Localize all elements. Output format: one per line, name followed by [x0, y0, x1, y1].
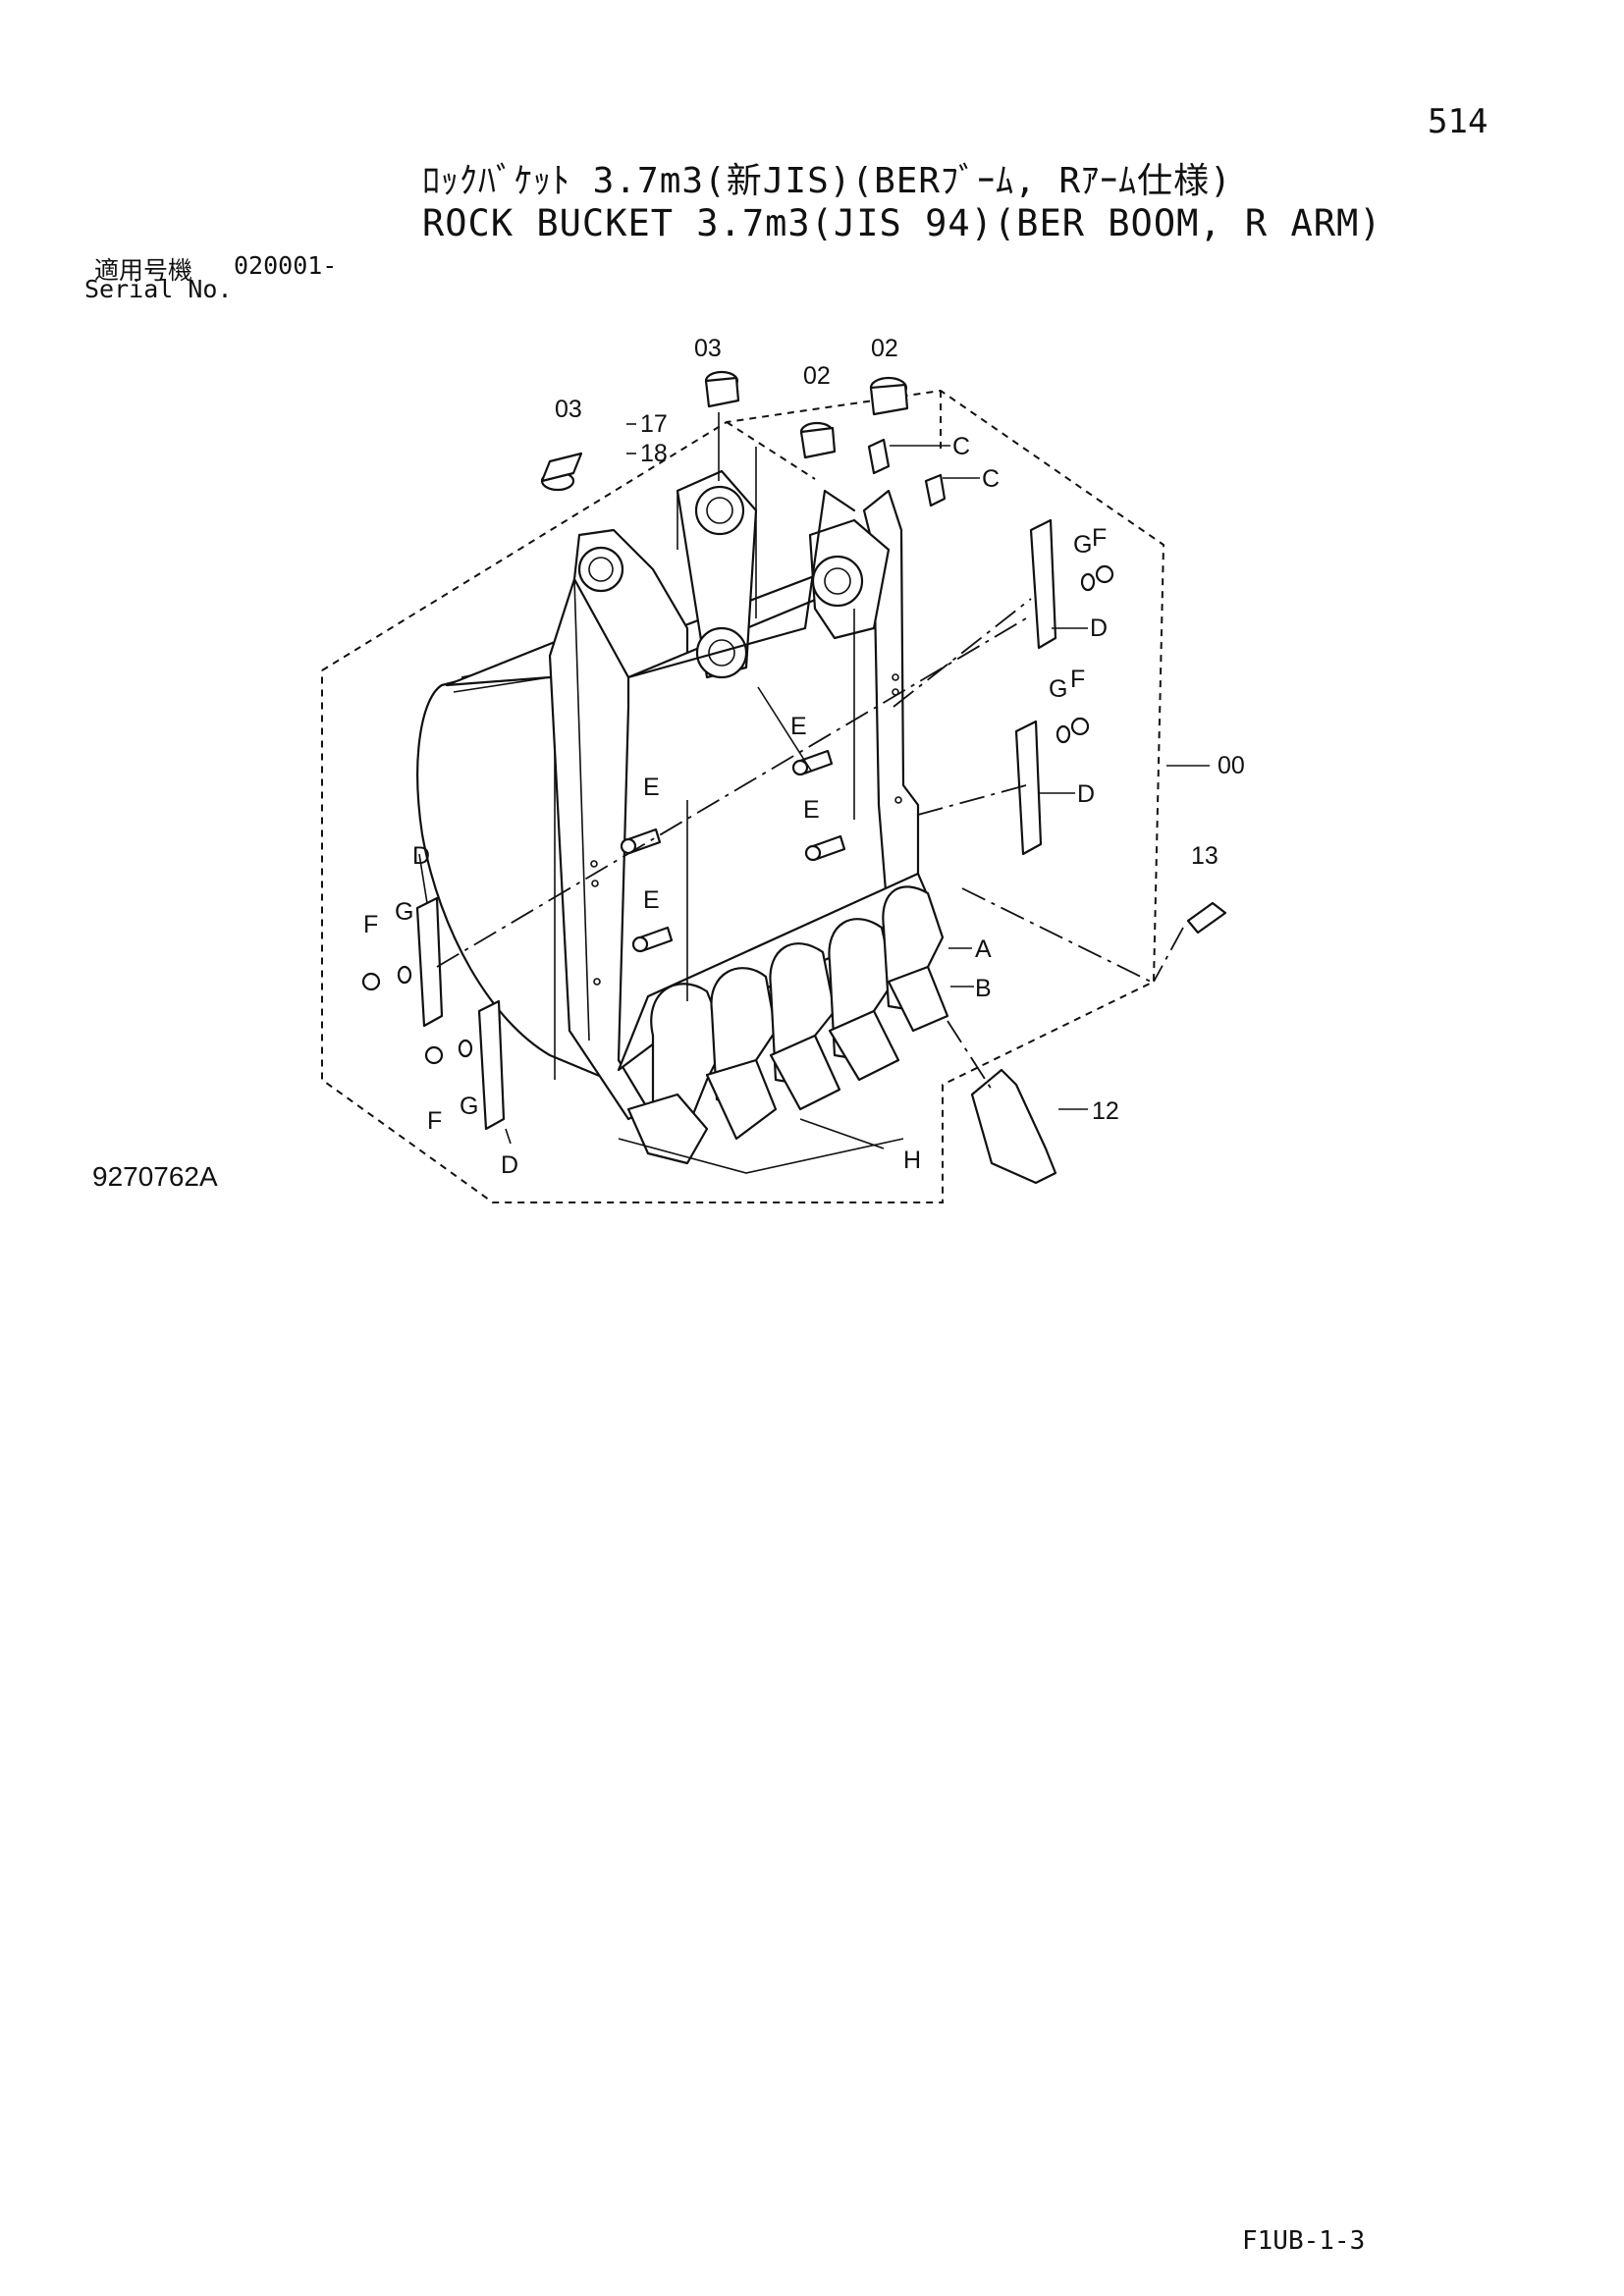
callout-12: 12: [1092, 1097, 1119, 1125]
callout-f-upper: F: [1092, 524, 1107, 552]
callout-g-upper: G: [1073, 531, 1092, 559]
callout-g-lower: G: [460, 1093, 478, 1120]
callout-02-right: 02: [871, 335, 898, 362]
part-13: [1186, 901, 1227, 934]
callout-d-left: D: [412, 842, 430, 870]
callout-02-center: 02: [803, 362, 831, 390]
callout-g-right: G: [1049, 675, 1067, 703]
callout-e-center-lower: E: [803, 796, 820, 824]
mounting-lugs: [572, 469, 891, 679]
callout-b: B: [975, 975, 992, 1002]
callout-f-right: F: [1070, 666, 1085, 693]
nuts-washers: [361, 564, 1114, 1065]
callout-d-lower: D: [501, 1151, 518, 1179]
callout-f-lower: F: [427, 1107, 442, 1135]
callout-e-left-upper: E: [643, 774, 660, 801]
callout-f-left: F: [363, 911, 378, 938]
callout-17: 17: [640, 410, 668, 438]
callout-d-right: D: [1077, 780, 1095, 808]
side-cutter-d-right: [1014, 720, 1043, 856]
callout-00: 00: [1218, 752, 1245, 779]
bolts: [620, 749, 846, 953]
clip-c-lower: [924, 473, 947, 507]
loose-tooth-12: [970, 1068, 1057, 1185]
serial-number-value: 020001-: [234, 251, 338, 280]
clip-c-upper: [867, 438, 891, 475]
drawing-number: 9270762A: [92, 1161, 218, 1192]
side-cutter-d-lower: [477, 999, 506, 1131]
side-cutter-d-left: [415, 896, 444, 1028]
callout-e-left-lower: E: [643, 886, 660, 914]
serial-label-japanese: 適用号機: [94, 256, 193, 285]
callout-03-left: 03: [555, 396, 582, 423]
callout-d-upper: D: [1090, 614, 1108, 642]
callout-g-left: G: [395, 898, 413, 926]
callout-18: 18: [640, 440, 668, 467]
title-japanese: ﾛｯｸﾊﾞｹｯﾄ 3.7m3(新JIS)(BERﾌﾞｰﾑ, Rｱｰﾑ仕様): [422, 161, 1232, 201]
callout-03-top: 03: [694, 335, 722, 362]
bucket-teeth: [626, 885, 949, 1165]
title-english: ROCK BUCKET 3.7m3(JIS 94)(BER BOOM, R AR…: [422, 202, 1382, 244]
callout-a: A: [975, 935, 992, 963]
callout-e-center-upper: E: [790, 713, 807, 740]
page-number: 514: [1428, 102, 1489, 141]
bushings: [540, 370, 909, 492]
serial-label-english: Serial No.: [84, 275, 233, 303]
callout-13: 13: [1191, 842, 1218, 870]
footer-code: F1UB-1-3: [1242, 2226, 1366, 2256]
side-cutter-d-upper: [1029, 518, 1057, 650]
callout-c-lower: C: [982, 465, 1000, 493]
callout-c-upper: C: [952, 433, 970, 460]
callout-h: H: [903, 1147, 921, 1174]
